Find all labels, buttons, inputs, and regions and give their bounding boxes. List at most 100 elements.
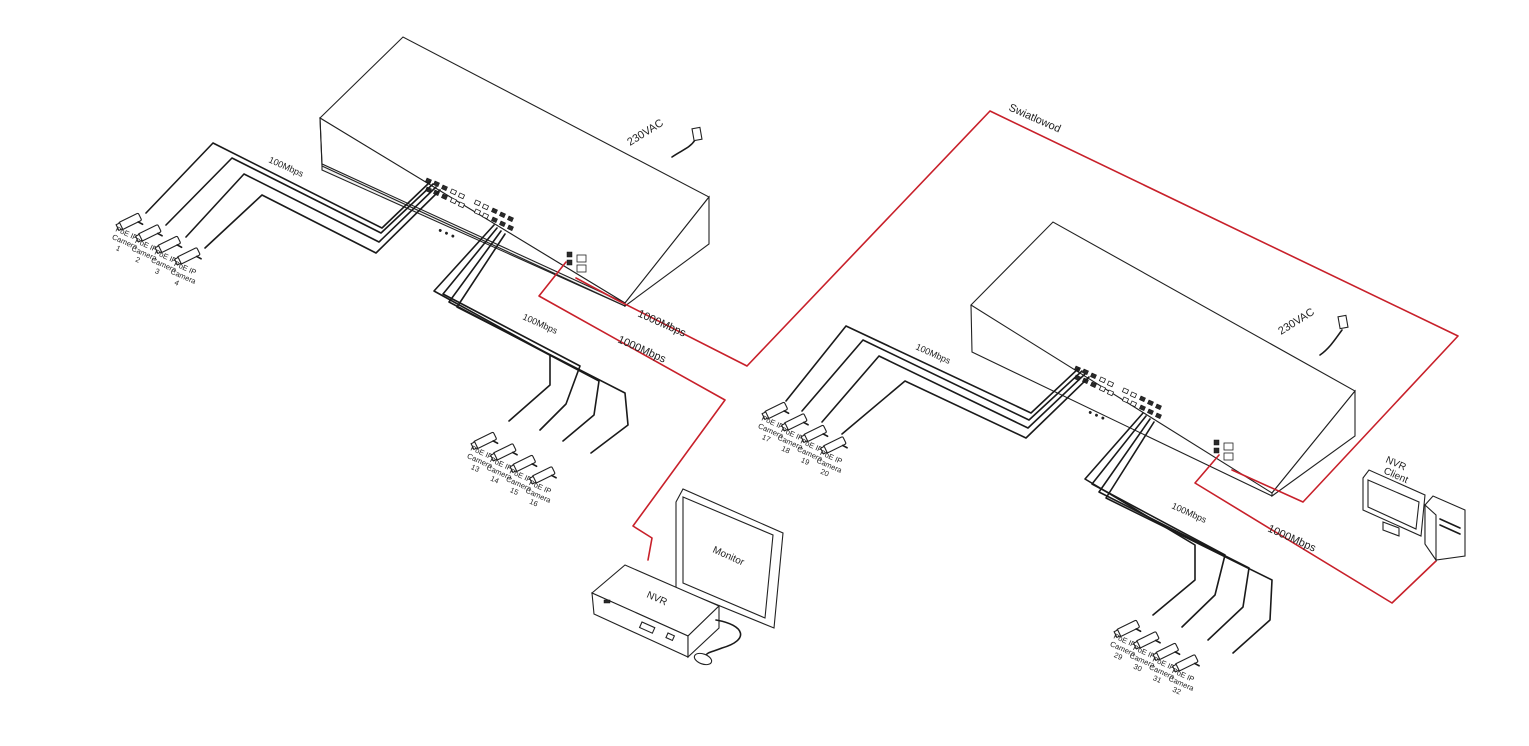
cables-s1-group-b <box>433 224 629 454</box>
cables-s2-group-b <box>1084 412 1273 654</box>
camera-lens-icon <box>1113 629 1122 639</box>
camera-lens-icon <box>800 434 809 444</box>
switch-1-power-label: 230VAC <box>625 117 665 148</box>
switch-1: 230VAC <box>319 36 710 308</box>
camera-label-line: 15 <box>509 485 520 497</box>
label-s1-nvr: 1000Mbps <box>616 334 668 366</box>
camera-3 <box>154 235 183 255</box>
camera-13 <box>470 431 499 451</box>
camera-lens-icon <box>761 411 770 421</box>
camera-mount-icon <box>1174 651 1181 656</box>
camera-20 <box>819 436 848 455</box>
switch-2-power-label: 230VAC <box>1276 306 1316 337</box>
camera-mount-icon <box>822 433 829 438</box>
camera-29 <box>1113 619 1142 639</box>
switch-2-uplink-ports <box>1213 439 1234 461</box>
camera-mount-icon <box>550 474 557 479</box>
camera-mount-icon <box>783 410 790 415</box>
camera-lens-icon <box>470 441 479 451</box>
camera-15 <box>509 454 538 474</box>
camera-30 <box>1132 631 1161 650</box>
camera-19 <box>800 424 829 444</box>
mouse-icon <box>693 652 713 666</box>
label-fiber: Swiatlowod <box>1007 102 1063 136</box>
cables-s1-group-a <box>145 142 441 254</box>
fiber-s1-to-s2 <box>575 110 1459 503</box>
camera-mount-icon <box>1135 628 1142 633</box>
nvr-led <box>603 599 611 604</box>
camera-14 <box>489 443 518 462</box>
camera-mount-icon <box>492 440 499 445</box>
camera-1 <box>115 212 144 232</box>
monitor: Monitor <box>675 488 784 629</box>
switch-2-power-cord <box>1319 329 1343 356</box>
switch-2-power-plug <box>1337 314 1349 330</box>
camera-lens-icon <box>489 452 498 462</box>
ellipsis-s2: • • • <box>1086 407 1107 425</box>
camera-31 <box>1152 642 1181 662</box>
switch-2-ports <box>1074 365 1162 420</box>
switch-1-power-plug <box>691 126 703 142</box>
switch-1-power-cord <box>671 139 696 158</box>
camera-label-line: 4 <box>173 278 180 288</box>
camera-label-line: 2 <box>134 255 141 265</box>
camera-label-line: 31 <box>1152 673 1163 685</box>
camera-label-line: 1 <box>115 243 122 253</box>
camera-mount-icon <box>1154 639 1161 644</box>
camera-mount-icon <box>195 255 202 260</box>
camera-lens-icon <box>1152 652 1161 662</box>
camera-mount-icon <box>511 451 518 456</box>
camera-mount-icon <box>176 244 183 249</box>
camera-label-line: 29 <box>1113 650 1124 662</box>
camera-mount-icon <box>531 463 538 468</box>
camera-lens-icon <box>115 222 124 232</box>
camera-label-line: 20 <box>819 467 830 479</box>
camera-mount-icon <box>802 421 809 426</box>
camera-mount-icon <box>156 232 163 237</box>
camera-lens-icon <box>1171 663 1180 673</box>
switch-1-uplink-ports <box>566 251 587 273</box>
camera-lens-icon <box>154 245 163 255</box>
camera-18 <box>780 413 809 432</box>
label-s1-group-a: 100Mbps <box>267 155 305 179</box>
nvr-client: NVR Client <box>1362 455 1466 562</box>
camera-lens-icon <box>819 445 828 455</box>
label-s2-client: 1000Mbps <box>1266 523 1318 555</box>
camera-label-line: 3 <box>154 266 161 276</box>
camera-label-line: 30 <box>1132 662 1143 674</box>
camera-label-line: 32 <box>1171 685 1182 697</box>
camera-label-line: 17 <box>761 432 772 444</box>
cables-s2-group-a <box>785 325 1090 439</box>
camera-17 <box>761 401 790 421</box>
camera-lens-icon <box>173 256 182 266</box>
fiber-links <box>538 110 1459 604</box>
camera-label-line: 19 <box>800 455 811 467</box>
camera-lens-icon <box>509 464 518 474</box>
label-s2-group-b: 100Mbps <box>1170 501 1208 525</box>
label-s1-group-b: 100Mbps <box>521 312 559 336</box>
switch-2: 230VAC <box>970 221 1356 498</box>
camera-16 <box>528 466 557 485</box>
camera-label-30: PoE IPCamera30 <box>1125 643 1161 678</box>
camera-mount-icon <box>137 221 144 226</box>
camera-label-line: 14 <box>489 474 500 486</box>
link-s2-to-client <box>1194 454 1437 604</box>
camera-lens-icon <box>780 422 789 432</box>
camera-mount-icon <box>841 444 848 449</box>
camera-2 <box>134 224 163 243</box>
camera-label-line: 18 <box>780 444 791 456</box>
camera-lens-icon <box>1132 640 1141 650</box>
camera-lens-icon <box>134 233 143 243</box>
camera-label-line: 16 <box>528 497 539 509</box>
camera-mount-icon <box>1193 662 1200 667</box>
camera-32 <box>1171 654 1200 673</box>
camera-label-15: PoE IPCamera15 <box>501 467 537 502</box>
camera-label-line: 13 <box>470 462 481 474</box>
camera-lens-icon <box>528 475 537 485</box>
label-s2-group-a: 100Mbps <box>914 342 952 366</box>
